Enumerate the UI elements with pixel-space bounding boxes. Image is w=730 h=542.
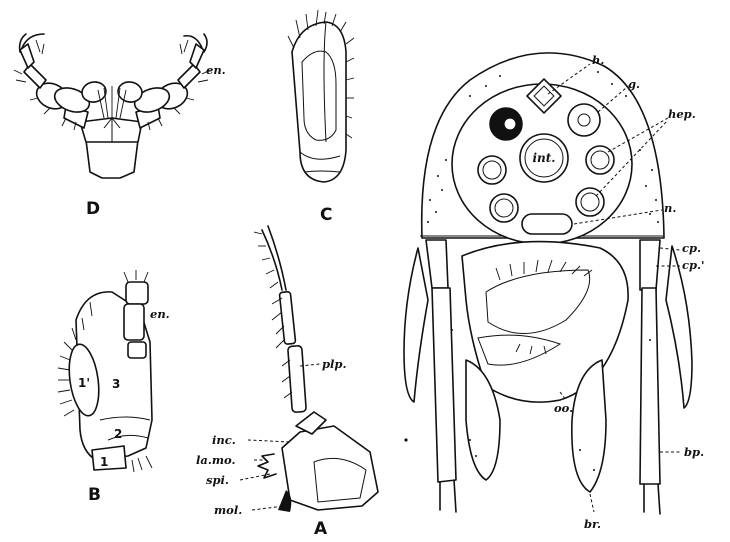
label-main-int: int. bbox=[532, 151, 555, 165]
panel-c-drawing bbox=[288, 10, 354, 182]
label-d-en: en. bbox=[206, 63, 226, 77]
panel-label-a: A bbox=[314, 519, 328, 537]
label-b-1prime: 1' bbox=[78, 376, 90, 390]
label-a-inc: inc. bbox=[212, 433, 236, 447]
label-main-g: g. bbox=[628, 77, 640, 91]
label-b-3: 3 bbox=[112, 377, 120, 391]
main-drawing: int. bbox=[404, 53, 692, 514]
panel-label-b: B bbox=[88, 485, 101, 505]
label-a-plp: plp. bbox=[322, 357, 346, 371]
label-main-h: h. bbox=[592, 53, 604, 67]
label-main-bp: bp. bbox=[684, 445, 704, 459]
label-a-lamo: la.mo. bbox=[196, 453, 235, 467]
panel-a-drawing bbox=[254, 226, 378, 512]
label-main-hep: hep. bbox=[668, 107, 696, 121]
label-a-spi: spi. bbox=[206, 473, 229, 487]
label-main-n: n. bbox=[664, 201, 676, 215]
panel-label-d: D bbox=[86, 199, 100, 219]
label-main-oo: oo. bbox=[554, 401, 573, 415]
label-main-br: br. bbox=[584, 517, 601, 531]
panel-label-c: C bbox=[320, 205, 332, 225]
label-b-2: 2 bbox=[114, 427, 122, 441]
label-a-mol: mol. bbox=[214, 503, 242, 517]
label-b-en: en. bbox=[150, 307, 170, 321]
panel-b-drawing bbox=[58, 270, 152, 472]
label-main-cp-prime: cp.' bbox=[682, 258, 705, 272]
panel-d-drawing bbox=[14, 34, 210, 178]
label-b-1: 1 bbox=[100, 455, 108, 469]
label-main-cp: cp. bbox=[682, 241, 701, 255]
